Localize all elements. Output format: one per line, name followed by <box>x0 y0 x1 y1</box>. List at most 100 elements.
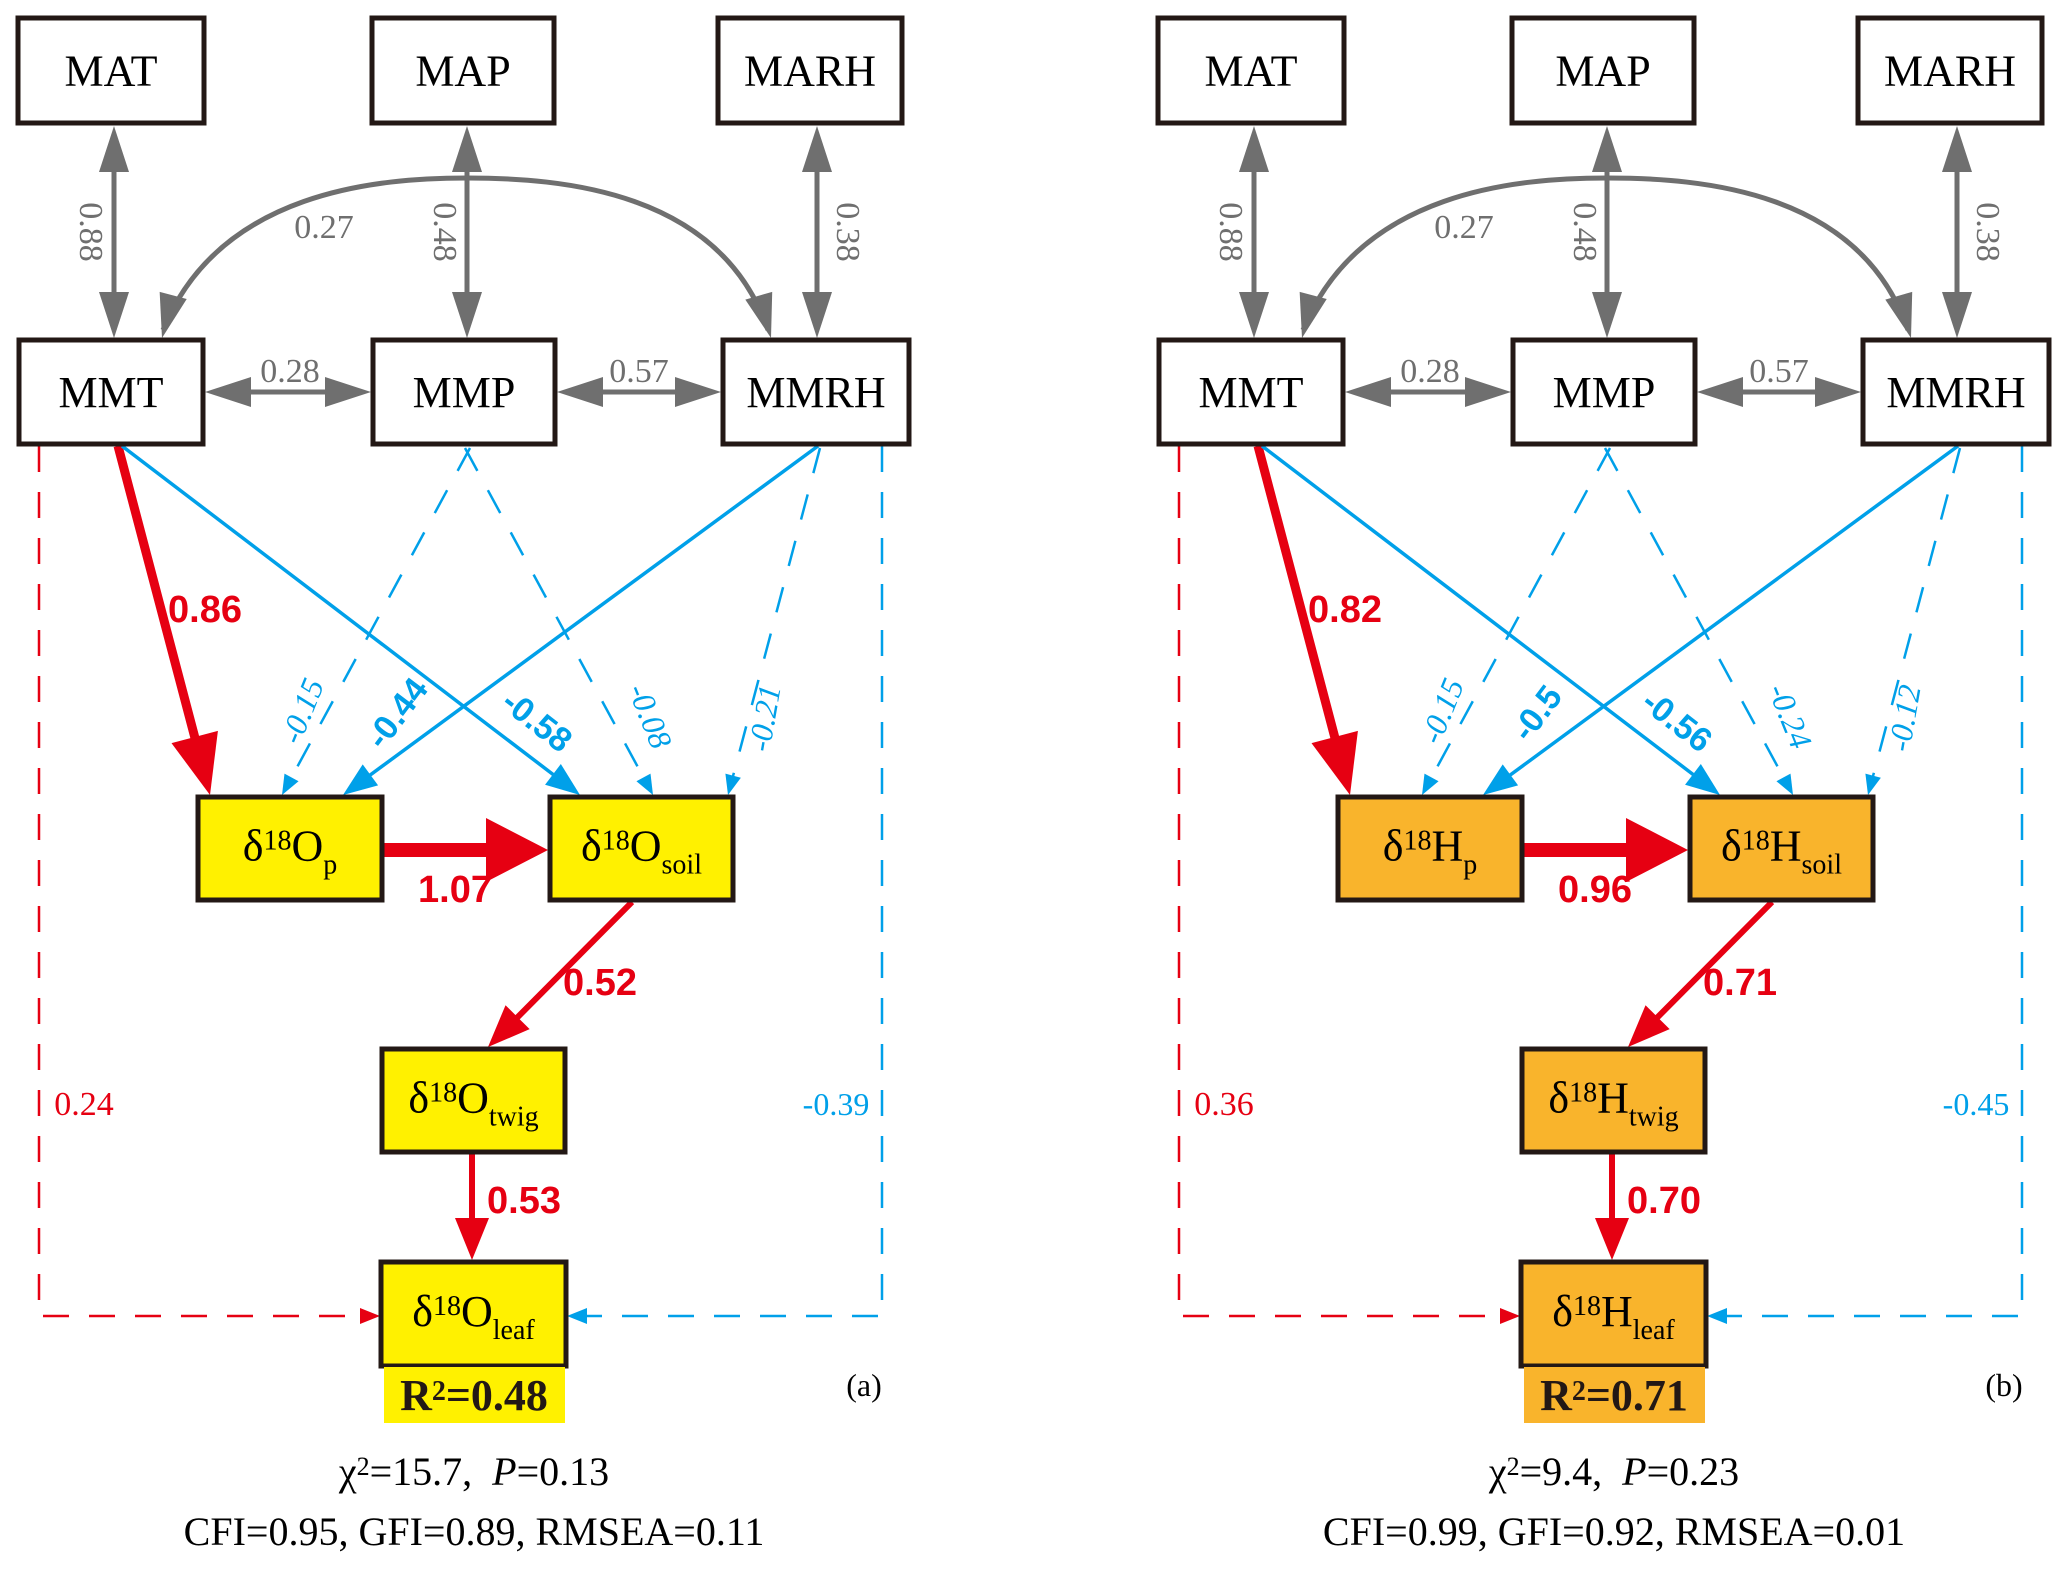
fit-spacer <box>472 1449 492 1494</box>
path-label-mmrh-p: -0.44 <box>359 671 436 756</box>
fit-p-label: P <box>1621 1449 1646 1494</box>
cov-mmp-mmrh-arrowhead-start <box>557 377 603 407</box>
path-mmrh-leaf-line <box>586 446 884 1318</box>
cov-mat-mmt-arrowhead-start <box>99 126 129 172</box>
node-label-sup: 18 <box>263 825 291 856</box>
fit-p-label: P <box>491 1449 516 1494</box>
path-label-mmt-leaf: 0.36 <box>1194 1086 1254 1123</box>
path-twig-leaf <box>1595 1154 1629 1260</box>
r-squared-text: R2=0.48 <box>400 1371 548 1420</box>
node-isotope-leaf: δ18Hleaf <box>1518 1259 1709 1369</box>
path-mmrh-p-arrowhead <box>343 764 379 795</box>
cov-mmp-mmrh <box>557 377 721 407</box>
r-squared-value: =0.71 <box>1586 1371 1688 1420</box>
path-mmt-p <box>1253 444 1358 795</box>
path-mmt-p <box>113 444 218 795</box>
node-mat: MAT <box>15 15 207 126</box>
path-label-mmt-soil: -0.56 <box>1635 683 1719 761</box>
path-soil-twig-arrowhead <box>488 1005 530 1047</box>
path-label-mmrh-leaf: -0.45 <box>1943 1086 2010 1122</box>
cov-mmp-mmrh-arrowhead-end <box>675 377 721 407</box>
node-label-elem: H <box>1431 822 1463 871</box>
path-mmp-p-line <box>288 447 472 782</box>
node-mmt: MMT <box>16 337 206 447</box>
node-box <box>369 15 557 126</box>
path-label-mmt-soil: -0.58 <box>495 683 579 761</box>
path-mmrh-leaf <box>1707 446 2024 1324</box>
node-label-sup: 18 <box>602 825 630 856</box>
node-box <box>1687 794 1876 903</box>
cov-mat-mmt <box>1239 126 1269 338</box>
path-label-soil-twig: 0.71 <box>1703 962 1777 1004</box>
node-label-sup: 18 <box>429 1077 457 1108</box>
cov-mat-mmt <box>99 126 129 338</box>
path-mmt-leaf-line <box>1177 446 1502 1318</box>
path-soil-twig <box>488 899 635 1047</box>
path-label-p-soil: 1.07 <box>418 869 492 911</box>
fit-p-value: =0.13 <box>517 1449 610 1494</box>
cov-map-mmp-arrowhead-end <box>452 292 482 338</box>
cov-label-mat-mmt: 0.88 <box>1212 202 1249 262</box>
path-mmp-p <box>282 447 472 795</box>
cov-map-mmp <box>1592 126 1622 338</box>
path-mmt-soil <box>120 444 580 795</box>
node-box <box>195 794 385 903</box>
cov-marh-mmrh-arrowhead-start <box>1942 126 1972 172</box>
node-box <box>715 15 905 126</box>
node-box <box>1855 15 2045 126</box>
cov-mmt-mmp-arrowhead-end <box>1465 377 1511 407</box>
cov-label-mmt-mmp: 0.28 <box>1400 353 1460 390</box>
path-mmrh-leaf-arrowhead <box>1707 1308 1727 1324</box>
path-mmrh-p-arrowhead <box>1483 764 1519 795</box>
path-mmrh-soil-arrowhead <box>725 773 741 795</box>
fit-chi-value: =15.7, <box>370 1449 473 1494</box>
path-mmt-leaf <box>1177 446 1520 1324</box>
r-squared-background <box>384 1367 565 1423</box>
path-mmp-soil-arrowhead <box>1776 773 1793 795</box>
path-mmrh-soil <box>725 447 822 795</box>
path-mmrh-p <box>343 444 820 795</box>
path-label-mmp-p: -0.15 <box>273 673 331 748</box>
path-label-mmp-soil: -0.08 <box>621 678 679 753</box>
r-squared-badge: R2=0.71 <box>1524 1367 1705 1423</box>
node-box <box>1519 1046 1708 1155</box>
path-soil-twig-line <box>509 899 635 1026</box>
cov-mmt-mmp <box>1345 377 1511 407</box>
path-mmrh-soil-line <box>1870 447 1962 780</box>
path-mmrh-soil-arrowhead <box>1865 773 1881 795</box>
path-label-mmrh-soil: -0.21 <box>741 682 788 754</box>
fit-p-value: =0.23 <box>1647 1449 1740 1494</box>
path-twig-leaf-arrowhead <box>1595 1218 1629 1260</box>
path-mmt-p-line <box>1253 444 1343 750</box>
node-label: δ18Hp <box>1383 822 1478 881</box>
fit-chi-label: χ <box>1488 1449 1507 1494</box>
path-mmp-p <box>1422 447 1612 795</box>
node-isotope-soil: δ18Osoil <box>547 794 736 903</box>
cov-mmp-mmrh <box>1697 377 1861 407</box>
cov-map-mmp-arrowhead-end <box>1592 292 1622 338</box>
node-label: MAT <box>65 47 158 96</box>
path-mmt-leaf-line <box>37 446 362 1318</box>
node-isotope-p: δ18Hp <box>1335 794 1525 903</box>
node-label: MMT <box>1198 368 1303 417</box>
fit-line-1: χ2=15.7, P=0.13 <box>338 1449 609 1494</box>
node-isotope-p: δ18Op <box>195 794 385 903</box>
node-label-sup: 18 <box>1573 1291 1601 1322</box>
cov-map-mmp <box>452 126 482 338</box>
path-mmt-soil-line <box>1260 444 1700 780</box>
node-label-elem: H <box>1770 822 1802 871</box>
node-marh: MARH <box>715 15 905 126</box>
node-label-elem: O <box>291 822 323 871</box>
fit-chi-sup: 2 <box>1507 1452 1520 1481</box>
node-box <box>1335 794 1525 903</box>
node-box <box>1860 337 2052 447</box>
node-label-sub: p <box>323 849 337 880</box>
cov-marh-mmrh <box>802 126 832 338</box>
path-mmrh-p-line <box>363 444 820 781</box>
panel-tag: (b) <box>1985 1367 2022 1403</box>
fit-line-1: χ2=9.4, P=0.23 <box>1488 1449 1739 1494</box>
path-mmp-p-arrowhead <box>1422 773 1439 795</box>
